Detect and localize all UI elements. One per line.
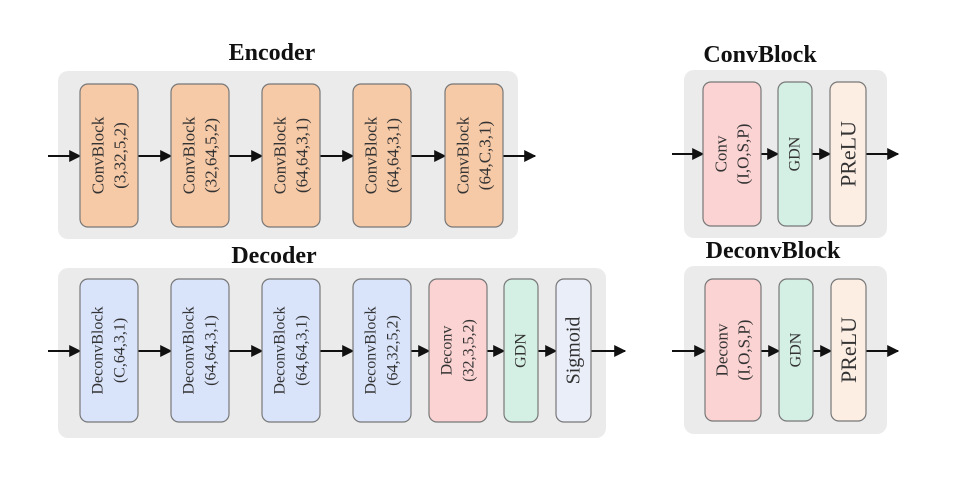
encoder-convblock: ConvBlock(3,32,5,2) <box>79 83 139 228</box>
encoder-convblock-line1: ConvBlock <box>180 116 199 194</box>
convblock-conv-line2: (I,O,S,P) <box>734 124 753 185</box>
encoder-convblock-box <box>261 83 321 228</box>
decoder-deconvblock-box <box>170 278 230 423</box>
deconvblock-gdn-line1: GDN <box>788 332 805 367</box>
convblock-prelu-line1: PReLU <box>836 121 861 187</box>
deconvblock-deconv-box <box>704 278 762 422</box>
encoder-convblock: ConvBlock(64,64,3,1) <box>352 83 412 228</box>
decoder-deconvblock: DeconvBlock (64,32,5,2) <box>352 278 412 423</box>
decoder-deconvblock: DeconvBlock (C,64,3,1) <box>79 278 139 423</box>
decoder-deconvblock: DeconvBlock (64,64,3,1) <box>170 278 230 423</box>
decoder-deconvblock-box <box>352 278 412 423</box>
decoder-gdn-line1: GDN <box>513 333 530 368</box>
encoder-convblock-line2: (32,64,5,2) <box>202 118 221 193</box>
encoder-convblock-line1: ConvBlock <box>271 116 290 194</box>
decoder-deconvblock: DeconvBlock (64,64,3,1) <box>261 278 321 423</box>
decoder-sigmoid-line1: Sigmoid <box>563 317 585 385</box>
deconvblock-gdn: GDN <box>778 278 814 422</box>
encoder-convblock: ConvBlock(64,64,3,1) <box>261 83 321 228</box>
decoder-deconvblock-line1: DeconvBlock <box>363 307 380 395</box>
decoder-deconvblock-line2: (64,32,5,2) <box>385 315 402 386</box>
decoder-deconvblock-line2: (64,64,3,1) <box>203 315 220 386</box>
encoder-convblock: ConvBlock(64,C,3,1) <box>444 83 504 228</box>
decoder-deconvblock-line2: (64,64,3,1) <box>294 315 311 386</box>
deconvblock-deconv-line2: (I,O,S,P) <box>735 320 754 381</box>
deconvblock-prelu-box <box>830 278 867 422</box>
convblock-conv-line1: Conv <box>712 135 731 172</box>
encoder-convblock-line2: (64,64,3,1) <box>384 118 403 193</box>
decoder-gdn: GDN <box>503 278 539 423</box>
convblock-gdn-line1: GDN <box>787 136 804 171</box>
decoder-deconv-box <box>428 278 488 423</box>
decoder-deconvblock-line1: DeconvBlock <box>181 307 198 395</box>
encoder-convblock-line2: (64,64,3,1) <box>293 118 312 193</box>
convblock-gdn: GDN <box>777 81 813 227</box>
convblock-prelu: PReLU <box>829 81 867 227</box>
encoder-convblock-line1: ConvBlock <box>362 116 381 194</box>
decoder-deconv-line2: (32,3,5,2) <box>461 319 478 382</box>
decoder-deconvblock-line1: DeconvBlock <box>272 307 289 395</box>
encoder-convblock-line2: (64,C,3,1) <box>476 121 495 190</box>
encoder-convblock-box <box>170 83 230 228</box>
decoder-deconvblock-box <box>261 278 321 423</box>
decoder-deconvblock-line1: DeconvBlock <box>90 307 107 395</box>
convblock-title: ConvBlock <box>703 42 817 68</box>
decoder-gdn-box <box>503 278 539 423</box>
decoder-deconvblock-box <box>79 278 139 423</box>
encoder-convblock-line1: ConvBlock <box>89 116 108 194</box>
deconvblock-deconv-line1: Deconv <box>713 323 732 376</box>
decoder-deconvblock-line2: (C,64,3,1) <box>112 318 129 383</box>
encoder-convblock-box <box>79 83 139 228</box>
deconvblock-deconv: Deconv(I,O,S,P) <box>704 278 762 422</box>
encoder-convblock-box <box>352 83 412 228</box>
convblock-conv: Conv(I,O,S,P) <box>702 81 762 227</box>
decoder-sigmoid: Sigmoid <box>555 278 592 423</box>
deconvblock-prelu-line1: PReLU <box>836 317 861 383</box>
encoder-convblock-box <box>444 83 504 228</box>
convblock-conv-box <box>702 81 762 227</box>
encoder-convblock: ConvBlock(32,64,5,2) <box>170 83 230 228</box>
convblock-gdn-box <box>777 81 813 227</box>
deconvblock-prelu: PReLU <box>830 278 867 422</box>
decoder-title: Decoder <box>231 243 317 269</box>
encoder-convblock-line1: ConvBlock <box>454 116 473 194</box>
decoder-deconv-line1: Deconv <box>439 326 456 376</box>
blocks-layer: ConvBlock(3,32,5,2)ConvBlock(32,64,5,2)C… <box>79 81 867 423</box>
deconvblock-gdn-box <box>778 278 814 422</box>
decoder-sigmoid-box <box>555 278 592 423</box>
encoder-title: Encoder <box>229 40 316 66</box>
encoder-convblock-line2: (3,32,5,2) <box>111 122 130 189</box>
convblock-prelu-box <box>829 81 867 227</box>
decoder-deconv: Deconv (32,3,5,2) <box>428 278 488 423</box>
deconvblock-title: DeconvBlock <box>706 238 841 264</box>
